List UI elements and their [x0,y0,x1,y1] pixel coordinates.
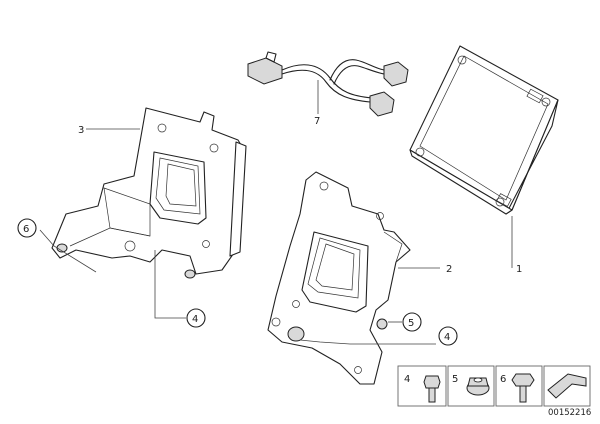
callout-3: 3 [78,125,84,136]
callout-7: 7 [314,116,320,127]
callout-4-left-marker: 4 [186,308,206,328]
leader-lines [39,216,513,345]
callout-2: 2 [446,264,452,275]
fastener-legend: 4 5 6 [397,365,591,407]
legend-label-6: 6 [500,374,506,385]
bracket-shape-icon [547,373,587,399]
hex-bolt-icon [511,373,535,403]
callout-4-right-marker: 4 [438,326,458,346]
callout-6-marker: 6 [17,218,37,238]
legend-label-4: 4 [404,374,410,385]
wiring-harness-part-7 [247,51,409,117]
diagram-code: 00152216 [548,408,591,418]
control-unit-part-1 [409,45,559,215]
callout-4-right: 4 [444,332,450,343]
legend-label-5: 5 [452,374,458,385]
nut-icon [466,377,490,396]
right-bracket-part-2 [267,171,440,385]
bolt-icon [423,375,441,403]
callout-6: 6 [23,224,29,235]
left-bracket-part-3 [51,107,247,279]
callout-1: 1 [516,264,522,275]
callout-4-left: 4 [192,314,198,325]
callout-5: 5 [408,318,414,329]
callout-5-marker: 5 [402,312,422,332]
